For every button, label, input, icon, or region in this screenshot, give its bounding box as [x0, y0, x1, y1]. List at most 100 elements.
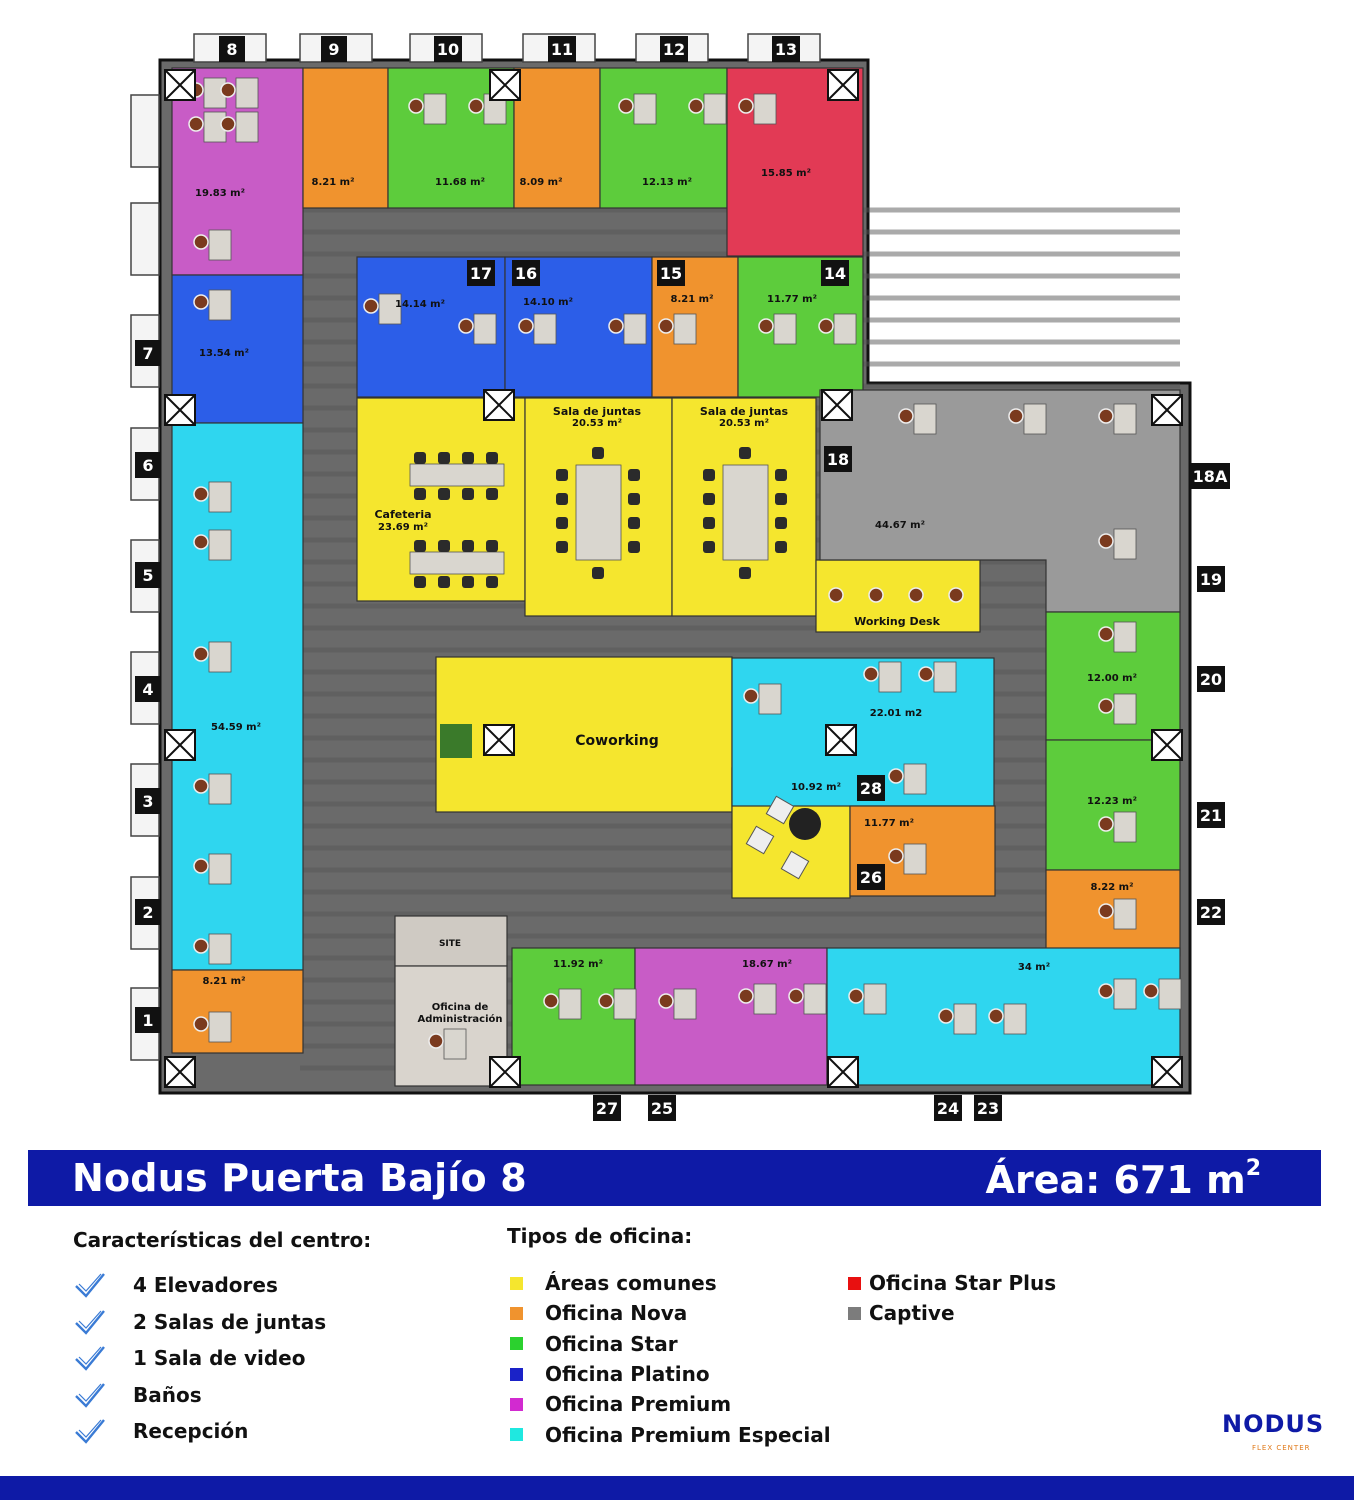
room-number-marker-14-text: 14	[824, 264, 846, 283]
desk	[913, 403, 937, 435]
chair	[556, 517, 568, 529]
room-number-marker-22-text: 22	[1200, 903, 1222, 922]
person	[938, 1008, 954, 1024]
column-cross	[483, 724, 515, 756]
chair	[438, 452, 450, 464]
plant	[440, 724, 472, 758]
room-area-label-11: 8.09 m²	[520, 177, 563, 188]
room-area-label-21: 12.23 m²	[1087, 796, 1137, 807]
person	[1098, 408, 1114, 424]
column-cross	[827, 1056, 859, 1088]
room-number-marker-15	[657, 260, 685, 286]
room-number-marker-9	[321, 36, 347, 62]
desk	[878, 661, 902, 693]
admin-label: Oficina de	[432, 1002, 489, 1013]
column-cross	[164, 729, 196, 761]
desk	[1113, 403, 1137, 435]
room-number-marker-23-text: 23	[977, 1099, 999, 1118]
room-number-marker-26-text: 26	[860, 868, 882, 887]
chair	[556, 493, 568, 505]
legend-swatch	[510, 1337, 523, 1351]
room-number-marker-13-text: 13	[775, 40, 797, 59]
desk	[235, 77, 259, 109]
person	[1008, 408, 1024, 424]
person	[1098, 698, 1114, 714]
column-cross	[164, 69, 196, 101]
room-area-label-14: 11.77 m²	[767, 294, 817, 305]
feature-item: 1 Sala de video	[73, 1340, 326, 1377]
person	[608, 318, 624, 334]
room-number-marker-8-text: 8	[226, 40, 237, 59]
room-number-marker-20-text: 20	[1200, 670, 1222, 689]
chair	[775, 541, 787, 553]
room-number-marker-2-text: 2	[142, 903, 153, 922]
chair	[414, 488, 426, 500]
person	[758, 318, 774, 334]
person	[458, 318, 474, 334]
person	[193, 1016, 209, 1032]
person	[188, 116, 204, 132]
room-number-marker-10	[434, 36, 462, 62]
room-number-marker-10-text: 10	[437, 40, 459, 59]
room-number-marker-17	[467, 260, 495, 286]
desk	[235, 111, 259, 143]
admin-office	[394, 965, 508, 1087]
desk	[803, 983, 827, 1015]
person	[863, 666, 879, 682]
room-number-marker-18a	[1190, 463, 1230, 489]
room-area-label-22: 8.22 m²	[1091, 882, 1134, 893]
site-room	[394, 915, 508, 967]
legend-swatch	[848, 1306, 861, 1320]
room-number-marker-17-text: 17	[470, 264, 492, 283]
person	[1098, 816, 1114, 832]
desk	[1003, 1003, 1027, 1035]
office-nova	[513, 67, 601, 209]
chair	[703, 493, 715, 505]
chair	[438, 576, 450, 588]
room-number-marker-11-text: 11	[551, 40, 573, 59]
feature-item: Recepción	[73, 1413, 326, 1450]
desk	[722, 464, 769, 561]
window-frame	[130, 94, 160, 168]
desk	[208, 933, 232, 965]
armchair	[745, 825, 775, 855]
person	[428, 1033, 444, 1049]
desk	[933, 661, 957, 693]
room-number-marker-1-text: 1	[142, 1011, 153, 1030]
nodus-logo: NODUS FLEX CENTER	[1222, 1410, 1325, 1452]
person	[818, 318, 834, 334]
room-number-marker-27	[593, 1095, 621, 1121]
room-number-marker-24-text: 24	[937, 1099, 959, 1118]
person	[543, 993, 559, 1009]
person	[868, 587, 884, 603]
room-number-marker-19	[1197, 566, 1225, 592]
feature-item: Baños	[73, 1377, 326, 1414]
person	[888, 768, 904, 784]
person	[193, 486, 209, 502]
check-icon	[75, 1273, 105, 1299]
meeting-room-area: 20.53 m²	[572, 418, 622, 429]
office-types-heading: Tipos de oficina:	[507, 1224, 693, 1248]
chair	[462, 540, 474, 552]
person	[618, 98, 634, 114]
chair	[414, 576, 426, 588]
person	[220, 82, 236, 98]
legend-item: Oficina Premium Especial	[510, 1419, 831, 1449]
person	[888, 848, 904, 864]
person	[738, 98, 754, 114]
column-cross	[1151, 394, 1183, 426]
room-area-label-20: 12.00 m²	[1087, 673, 1137, 684]
person	[193, 778, 209, 794]
chair	[775, 469, 787, 481]
desk	[208, 481, 232, 513]
chair	[628, 493, 640, 505]
legend-swatch	[510, 1306, 523, 1320]
title-bar: Nodus Puerta Bajío 8 Área: 671 m2	[28, 1150, 1321, 1206]
desk	[208, 289, 232, 321]
legend-left: Áreas comunes Oficina Nova Oficina Star …	[510, 1268, 831, 1450]
chair	[556, 541, 568, 553]
check-icon	[75, 1419, 105, 1445]
center-title: Nodus Puerta Bajío 8	[72, 1156, 527, 1200]
feature-item: 4 Elevadores	[73, 1267, 326, 1304]
